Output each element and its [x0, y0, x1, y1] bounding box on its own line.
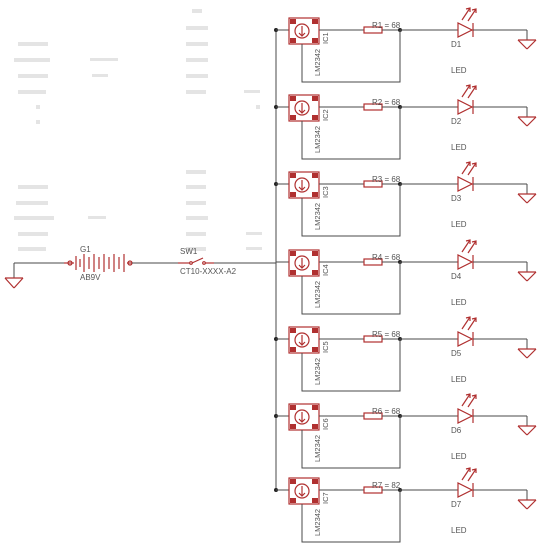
current-source-icon	[288, 94, 320, 122]
led-diode-icon	[457, 316, 477, 347]
wire-feedback-loop	[301, 184, 401, 237]
ic-part-label: LM2342	[313, 203, 322, 230]
led-ref-label: D5	[451, 349, 462, 358]
led-value-label: LED	[451, 220, 467, 229]
resistor-label: R2 = 68	[372, 98, 401, 107]
current-source-icon	[288, 17, 320, 45]
wire-feedback-loop	[301, 490, 401, 543]
ic-part-label: LM2342	[313, 49, 322, 76]
battery-symbol-icon	[64, 254, 133, 272]
current-source-icon	[288, 326, 320, 354]
ic-ref-label: IC2	[321, 109, 330, 121]
resistor-label: R1 = 68	[372, 21, 401, 30]
led-ref-label: D6	[451, 426, 462, 435]
ground-symbol-icon	[517, 499, 537, 510]
wire-feedback-loop	[301, 107, 401, 160]
wire-feedback-loop	[301, 262, 401, 315]
ic-part-label: LM2342	[313, 509, 322, 536]
led-value-label: LED	[451, 298, 467, 307]
led-value-label: LED	[451, 66, 467, 75]
resistor-label: R6 = 68	[372, 407, 401, 416]
resistor-label: R4 = 68	[372, 253, 401, 262]
switch-symbol-icon	[178, 257, 214, 265]
ic-ref-label: IC5	[321, 341, 330, 353]
ground-symbol-icon	[517, 425, 537, 436]
led-diode-icon	[457, 161, 477, 192]
current-source-icon	[288, 403, 320, 431]
wire-feedback-loop	[301, 416, 401, 469]
ground-symbol-icon	[4, 263, 24, 289]
resistor-label: R3 = 68	[372, 175, 401, 184]
led-value-label: LED	[451, 143, 467, 152]
led-ref-label: D3	[451, 194, 462, 203]
switch-ref-label: SW1	[180, 247, 198, 256]
led-diode-icon	[457, 239, 477, 270]
ground-symbol-icon	[517, 39, 537, 50]
current-source-icon	[288, 249, 320, 277]
ground-symbol-icon	[517, 116, 537, 127]
led-ref-label: D1	[451, 40, 462, 49]
led-ref-label: D4	[451, 272, 462, 281]
led-value-label: LED	[451, 526, 467, 535]
led-value-label: LED	[451, 452, 467, 461]
ic-ref-label: IC7	[321, 492, 330, 504]
wire-feedback-loop	[301, 339, 401, 392]
led-ref-label: D7	[451, 500, 462, 509]
ic-ref-label: IC3	[321, 186, 330, 198]
resistor-label: R7 = 82	[372, 481, 401, 490]
ic-part-label: LM2342	[313, 435, 322, 462]
ground-symbol-icon	[517, 193, 537, 204]
power-source-section: G1 AB9V SW1 CT10-XXXX-A2	[4, 245, 276, 289]
current-source-icon	[288, 477, 320, 505]
led-diode-icon	[457, 7, 477, 38]
ic-ref-label: IC6	[321, 418, 330, 430]
led-value-label: LED	[451, 375, 467, 384]
faint-ghost-text	[14, 9, 262, 251]
ground-symbol-icon	[517, 271, 537, 282]
led-ref-label: D2	[451, 117, 462, 126]
battery-value-label: AB9V	[80, 273, 101, 282]
ic-ref-label: IC1	[321, 32, 330, 44]
ground-symbol-icon	[517, 348, 537, 359]
ic-ref-label: IC4	[321, 264, 330, 276]
wire-feedback-loop	[301, 30, 401, 83]
battery-ref-label: G1	[80, 245, 91, 254]
resistor-label: R5 = 68	[372, 330, 401, 339]
ic-part-label: LM2342	[313, 281, 322, 308]
ic-part-label: LM2342	[313, 358, 322, 385]
led-diode-icon	[457, 393, 477, 424]
led-diode-icon	[457, 84, 477, 115]
led-diode-icon	[457, 467, 477, 498]
ic-part-label: LM2342	[313, 126, 322, 153]
current-source-icon	[288, 171, 320, 199]
switch-value-label: CT10-XXXX-A2	[180, 267, 237, 276]
